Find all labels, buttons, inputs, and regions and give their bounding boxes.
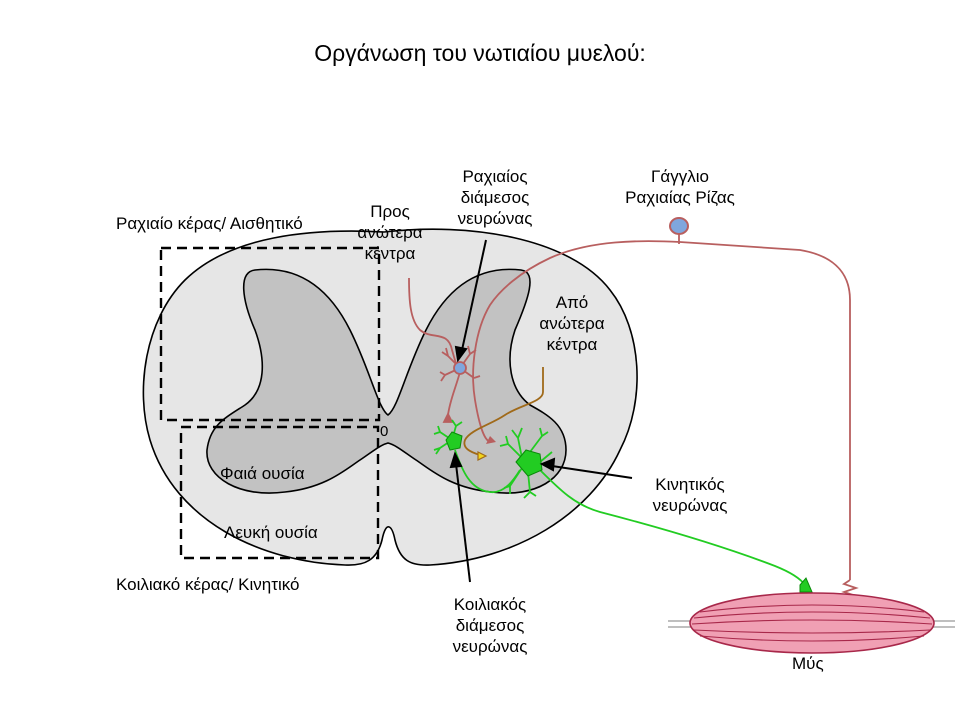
line-3: νευρώνας [452, 637, 528, 656]
line-2: Ραχιαίας Ρίζας [625, 188, 735, 207]
sensory-synapse [486, 436, 496, 444]
label-grey-matter: Φαιά ουσία [220, 464, 305, 483]
page-title: Οργάνωση του νωτιαίου μυελού: [314, 40, 646, 66]
muscle-fibers [691, 604, 933, 642]
ventral-horn-box [179, 425, 380, 560]
line-3: κέντρα [546, 335, 598, 354]
label-motor-neuron: Κινητικός νευρώνας [630, 474, 750, 516]
dorsal-horn-box [159, 246, 381, 422]
label-dorsal-horn: Ραχιαίο κέρας/ Αισθητικό [116, 214, 303, 233]
motor-neuron-soma [515, 449, 543, 477]
dorsal-root-ganglion-soma [669, 217, 689, 235]
label-white-matter: Λευκή ουσία [224, 523, 318, 542]
label-central-canal: 0 [380, 423, 389, 440]
grey-matter [206, 268, 567, 494]
ascending-fiber [408, 277, 459, 369]
line-2: διάμεσος [460, 188, 530, 207]
line-3: νευρώνας [457, 209, 533, 228]
line-2: ανώτερα [539, 314, 605, 333]
line-1: Κοιλιακός [453, 595, 527, 614]
neuromuscular-junction [799, 577, 813, 593]
label-dorsal-interneuron: Ραχιαίος διάμεσος νευρώνας [440, 166, 550, 229]
label-dorsal-root-ganglion: Γάγγλιο Ραχιαίας Ρίζας [600, 166, 760, 208]
label-ventral-horn: Κοιλιακό κέρας/ Κινητικό [116, 575, 300, 594]
arrow-ventral-interneuron [455, 463, 471, 583]
line-1: Από [555, 293, 589, 312]
descending-fiber [463, 367, 544, 456]
arrow-ventral-interneuron-head [449, 451, 463, 469]
line-1: Γάγγλιο [651, 167, 709, 186]
motor-neuron [499, 427, 806, 586]
line-1: Προς [370, 202, 410, 221]
line-2: ανώτερα [357, 223, 423, 242]
line-2: διάμεσος [455, 616, 525, 635]
arrow-motor-neuron-head [539, 457, 556, 472]
line-3: κέντρα [364, 244, 416, 263]
label-muscle: Μύς [792, 654, 824, 673]
line-1: Ραχιαίος [462, 167, 528, 186]
sensory-axon [472, 240, 851, 580]
label-to-higher-centers: Προς ανώτερα κέντρα [345, 201, 435, 264]
descending-synapse [477, 451, 488, 461]
line-1: Κινητικός [655, 475, 725, 494]
arrow-dorsal-interneuron-head [454, 345, 468, 363]
arrow-motor-neuron [551, 465, 633, 479]
arrow-dorsal-interneuron [461, 239, 487, 351]
line-2: νευρώνας [652, 496, 728, 515]
label-from-higher-centers: Από ανώτερα κέντρα [522, 292, 622, 355]
label-ventral-interneuron: Κοιλιακός διάμεσος νευρώνας [430, 594, 550, 657]
ventral-interneuron-soma [445, 431, 463, 451]
muscle [689, 592, 935, 654]
white-matter [142, 228, 638, 566]
dorsal-interneuron-soma [453, 361, 467, 375]
